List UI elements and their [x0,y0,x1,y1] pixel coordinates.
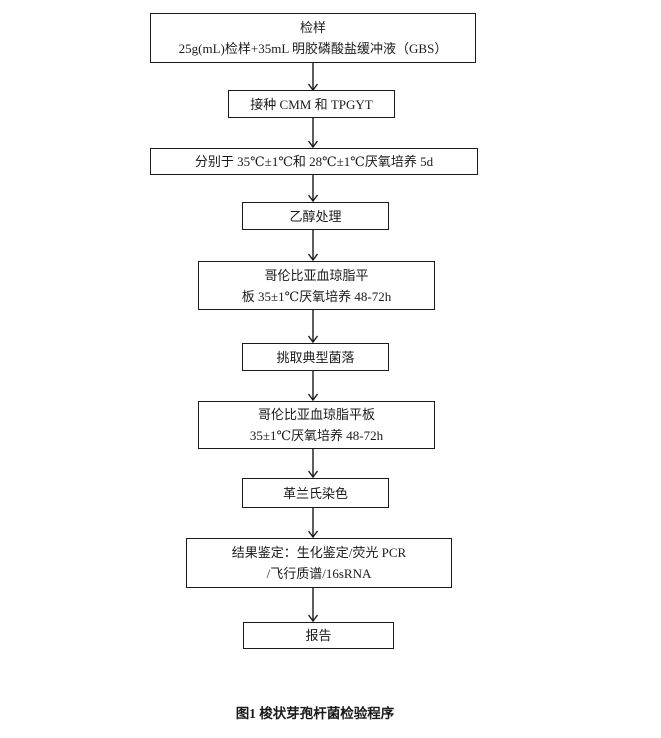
node-report-line1: 报告 [305,628,332,643]
node-sample-line2: 25g(mL)检样+35mL 明胶磷酸盐缓冲液（GBS） [178,41,448,56]
arrow-down-3 [307,175,319,202]
node-pick-colony-line1: 挑取典型菌落 [276,349,355,365]
arrow-down-1 [307,62,319,91]
node-gram-stain-line1: 革兰氏染色 [282,485,348,501]
node-columbia1-line2: 板 35±1℃厌氧培养 48-72h [241,288,392,304]
arrow-down-9 [307,588,319,622]
arrow-down-8 [307,508,319,538]
node-identification-line1: 结果鉴定：生化鉴定/荧光 PCR [231,545,407,560]
node-columbia2-line1: 哥伦比亚血琼脂平板 [257,407,375,422]
arrow-down-4 [307,230,319,261]
node-inoculate-line1: 接种 CMM 和 TPGYT [250,96,373,112]
arrow-down-6 [307,371,319,401]
arrow-down-2 [307,117,319,148]
arrow-down-7 [307,449,319,478]
node-pick-typical-colony: 挑取典型菌落 [242,343,389,371]
figure-caption: 图1 梭状芽孢杆菌检验程序 [235,706,395,721]
node-columbia1-line1: 哥伦比亚血琼脂平 [264,267,369,283]
node-sample: 检样 25g(mL)检样+35mL 明胶磷酸盐缓冲液（GBS） [150,13,476,63]
node-inoculate-cmm-tpgyt: 接种 CMM 和 TPGYT [228,90,395,118]
node-columbia2-line2: 35±1℃厌氧培养 48-72h [249,428,384,443]
node-sample-line1: 检样 [299,20,326,35]
node-incubation-line1: 分别于 35℃±1℃和 28℃±1℃厌氧培养 5d [194,154,434,169]
node-result-identification: 结果鉴定：生化鉴定/荧光 PCR /飞行质谱/16sRNA [186,538,452,588]
node-ethanol-line1: 乙醇处理 [289,208,342,224]
node-report: 报告 [243,622,394,649]
node-columbia-blood-agar-1: 哥伦比亚血琼脂平 板 35±1℃厌氧培养 48-72h [198,261,435,310]
node-identification-line2: /飞行质谱/16sRNA [266,566,372,581]
node-columbia-blood-agar-2: 哥伦比亚血琼脂平板 35±1℃厌氧培养 48-72h [198,401,435,449]
node-anaerobic-incubation-5d: 分别于 35℃±1℃和 28℃±1℃厌氧培养 5d [150,148,478,175]
node-gram-stain: 革兰氏染色 [242,478,389,508]
arrow-down-5 [307,310,319,343]
node-ethanol-treatment: 乙醇处理 [242,202,389,230]
